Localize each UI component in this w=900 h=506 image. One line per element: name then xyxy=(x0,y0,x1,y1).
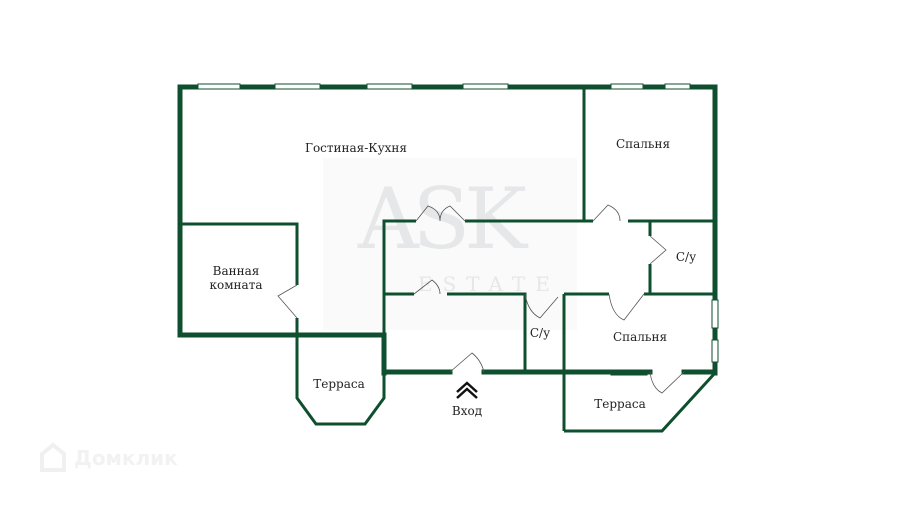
domclick-logo-icon xyxy=(40,442,66,472)
entrance-label: Вход xyxy=(451,404,483,418)
room-living-kitchen: Гостиная-Кухня xyxy=(305,141,407,155)
entrance-arrow-icon xyxy=(456,381,478,399)
room-bedroom-2: Спальня xyxy=(612,330,668,344)
room-terrace-1: Терраса xyxy=(313,377,365,391)
room-bathroom: Ванная комната xyxy=(209,264,263,292)
room-terrace-2: Терраса xyxy=(594,397,646,411)
doors xyxy=(277,204,685,394)
domclick-logo-text: Домклик xyxy=(74,446,178,470)
watermark-background xyxy=(323,158,577,330)
room-wc-1: С/у xyxy=(675,250,697,264)
room-bedroom-1: Спальня xyxy=(615,137,671,151)
watermark-main: ASK xyxy=(358,170,527,268)
room-wc-2: С/у xyxy=(529,326,551,340)
domclick-logo: Домклик xyxy=(38,442,178,474)
